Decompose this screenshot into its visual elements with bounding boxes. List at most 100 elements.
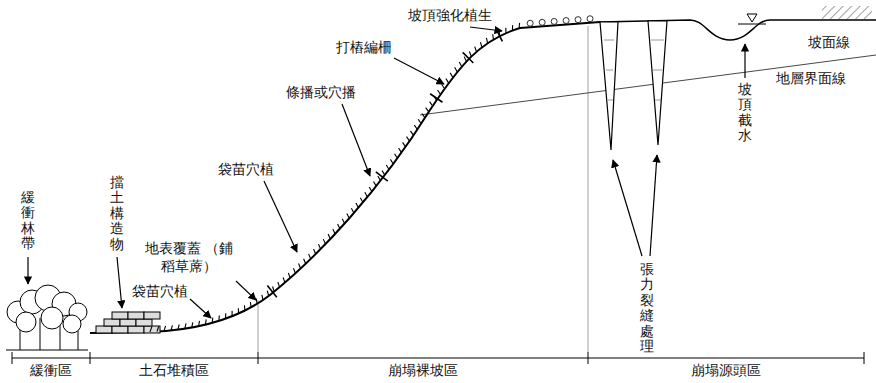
- plant-mark: [283, 277, 285, 282]
- water-level: [738, 14, 766, 24]
- plant-mark: [333, 229, 335, 234]
- plant-mark: [323, 239, 325, 244]
- plant-mark: [450, 73, 453, 78]
- line-label: 地層界面線: [776, 70, 846, 88]
- plant-mark: [442, 84, 445, 89]
- plant-mark: [418, 119, 421, 123]
- plant-mark: [374, 181, 377, 186]
- plant-mark: [212, 318, 214, 323]
- plant-mark: [407, 137, 410, 141]
- plant-mark: [232, 311, 233, 316]
- slope-line: [90, 22, 600, 333]
- plant-mark: [575, 17, 581, 23]
- plant-mark: [328, 234, 330, 239]
- crack-fill-line: [604, 40, 664, 100]
- plant-mark: [430, 102, 433, 106]
- method-label: 坡頂截水: [738, 82, 752, 144]
- plant-mark: [563, 18, 569, 24]
- plant-mark: [198, 321, 200, 326]
- plant-mark: [347, 214, 349, 219]
- method-label: 袋苗穴植: [218, 161, 274, 179]
- zone-label: 緩衝區: [30, 362, 72, 380]
- plant-mark: [527, 20, 533, 26]
- plant-mark: [178, 324, 179, 329]
- plant-mark: [171, 325, 172, 330]
- plant-mark: [512, 25, 513, 30]
- plant-mark: [225, 313, 226, 318]
- plant-mark: [278, 282, 280, 287]
- method-label: 打樁編柵: [336, 39, 392, 57]
- zone-label: 崩塌裸坡區: [388, 362, 458, 380]
- plant-mark: [262, 295, 263, 300]
- vegetation-marks: [150, 16, 593, 332]
- structure-label: 擋土構造物: [110, 175, 124, 252]
- retaining-structure: [96, 312, 160, 333]
- plant-mark: [351, 208, 353, 213]
- plant-mark: [342, 219, 344, 224]
- plant-mark: [422, 113, 425, 117]
- plant-mark: [446, 79, 449, 84]
- stratum-line: [420, 55, 876, 115]
- method-label: 地表覆蓋 （鋪稻草蓆）: [142, 240, 236, 275]
- plant-mark: [386, 165, 389, 170]
- plant-mark: [299, 264, 301, 269]
- plant-mark: [164, 326, 166, 331]
- stake-mark: [430, 94, 442, 102]
- plant-mark: [267, 291, 268, 296]
- plant-mark: [244, 305, 246, 310]
- plant-mark: [192, 322, 193, 327]
- plant-mark: [288, 273, 290, 278]
- plant-mark: [293, 268, 295, 273]
- ground-hatch: [822, 6, 872, 19]
- plant-mark: [250, 302, 252, 307]
- stake-mark: [376, 172, 388, 181]
- plant-mark: [469, 52, 471, 57]
- plant-mark: [390, 159, 393, 164]
- plant-mark: [414, 125, 417, 129]
- plant-mark: [382, 170, 385, 175]
- plant-mark: [551, 18, 557, 24]
- method-label: 條播或穴播: [286, 84, 356, 102]
- plant-mark: [150, 327, 152, 332]
- zone-divider: [258, 26, 588, 352]
- plant-mark: [273, 286, 275, 291]
- plant-mark: [218, 316, 219, 321]
- stake-mark: [267, 286, 276, 298]
- stake-mark: [463, 52, 474, 63]
- plant-mark: [238, 308, 239, 313]
- plant-mark: [519, 23, 521, 28]
- plant-mark: [399, 148, 402, 153]
- buffer-forest: [6, 285, 88, 350]
- plant-mark: [378, 176, 381, 181]
- vegetation-label: 緩衝林帶: [21, 190, 35, 252]
- plant-mark: [587, 16, 593, 22]
- plant-mark: [395, 154, 398, 159]
- plant-mark: [480, 42, 481, 47]
- plant-mark: [338, 224, 340, 229]
- plant-mark: [205, 319, 207, 324]
- zone-label: 崩塌源頭區: [691, 362, 761, 380]
- plant-mark: [309, 254, 311, 259]
- plant-mark: [459, 62, 461, 67]
- plant-mark: [475, 47, 477, 52]
- plant-mark: [360, 198, 363, 203]
- method-label: 張力裂縫處理: [640, 262, 654, 354]
- zone-label: 土石堆積區: [139, 362, 209, 380]
- plant-mark: [365, 192, 368, 197]
- plant-mark: [369, 187, 372, 192]
- plant-mark: [403, 142, 406, 147]
- plant-mark: [318, 244, 320, 249]
- plant-mark: [304, 259, 306, 264]
- plant-mark: [455, 67, 458, 72]
- method-label: 坡頂強化植生: [408, 7, 492, 25]
- line-label: 坡面線: [808, 34, 850, 52]
- plant-mark: [505, 28, 506, 33]
- leader-arrow: [28, 27, 745, 318]
- plant-mark: [185, 323, 186, 328]
- plant-mark: [438, 90, 441, 94]
- plant-mark: [157, 327, 159, 332]
- plant-mark: [426, 108, 429, 112]
- plant-mark: [486, 38, 487, 43]
- plant-mark: [410, 131, 413, 135]
